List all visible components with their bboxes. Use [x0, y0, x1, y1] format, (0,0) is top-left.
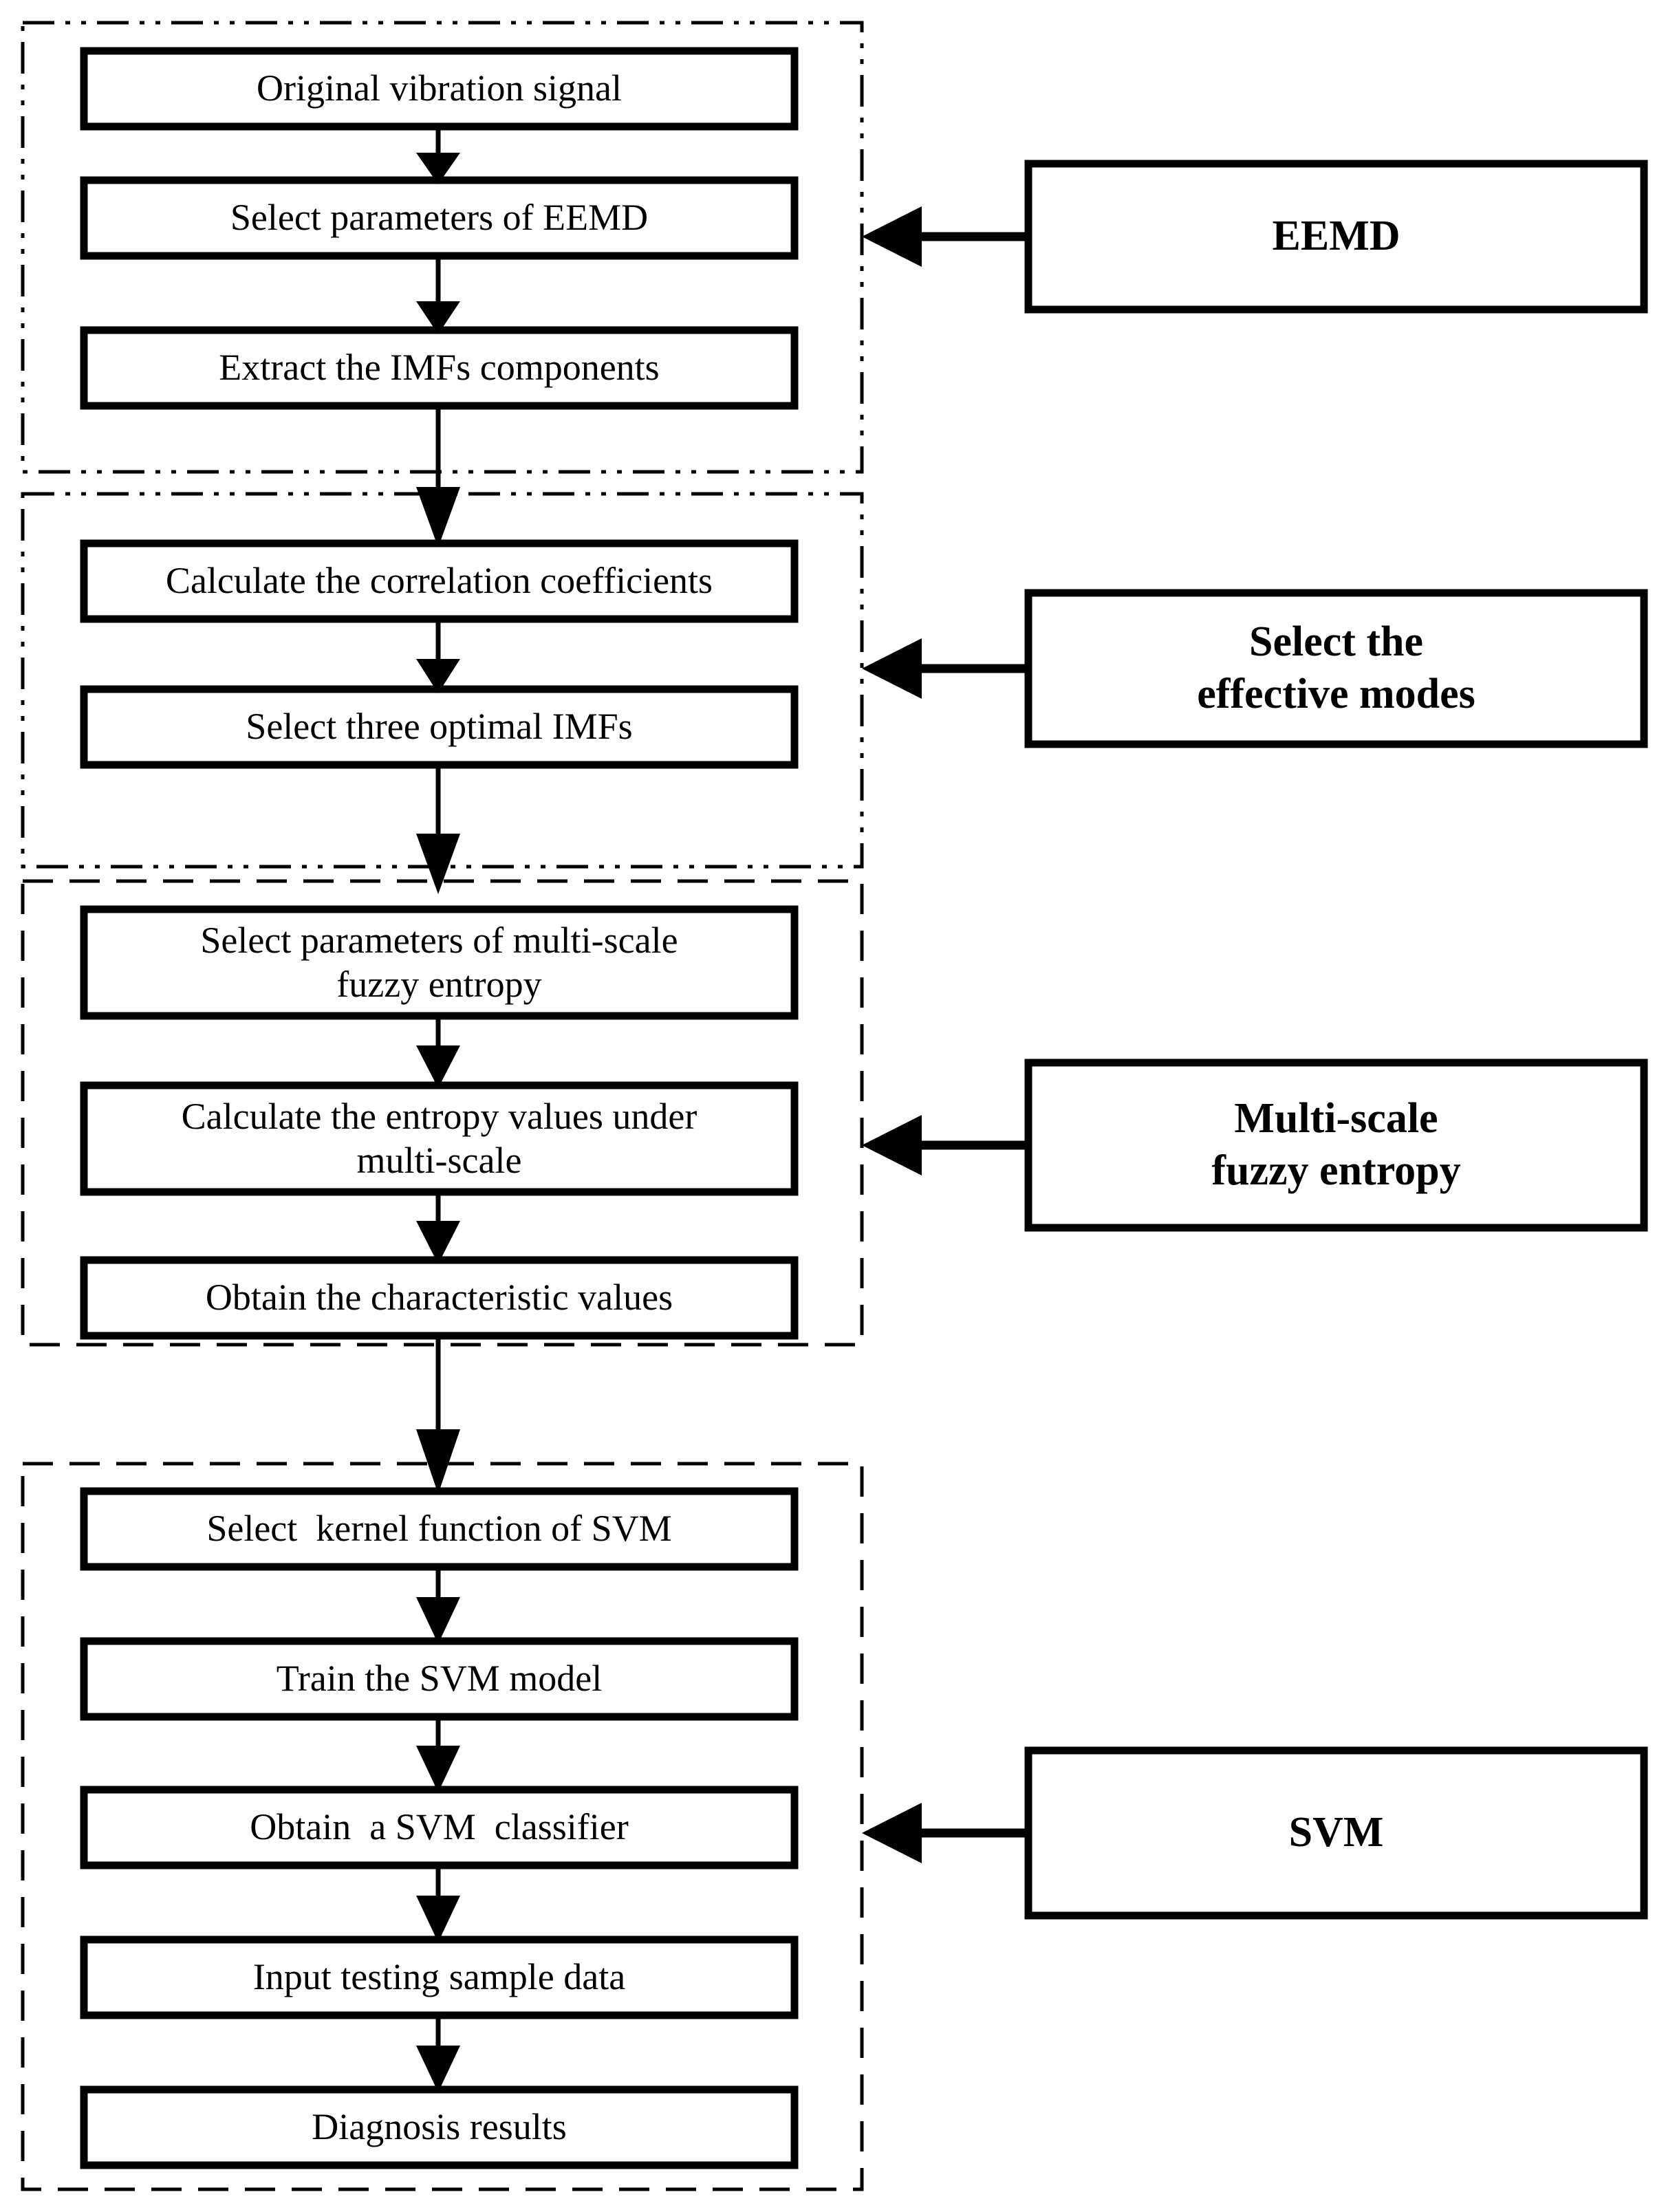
- process-label-select-eemd-params: Select parameters of EEMD: [230, 197, 649, 239]
- flow-arrow-7: [416, 1221, 460, 1264]
- process-box-kernel-function: [80, 1487, 799, 1571]
- flow-arrow-10: [416, 1746, 460, 1792]
- group-boundary-select-modes: [21, 492, 864, 869]
- flow-arrow-6: [416, 1045, 460, 1088]
- stage-label-eemd-line1: EEMD: [1272, 213, 1400, 260]
- process-box-calc-entropy: [80, 1081, 799, 1196]
- process-label-kernel-function: Select kernel function of SVM: [206, 1508, 672, 1550]
- stage-label-select-modes-line1: Select the: [1248, 618, 1424, 666]
- process-label-train-svm: Train the SVM model: [276, 1658, 603, 1700]
- flow-arrow-11: [416, 1896, 460, 1942]
- process-box-extract-imfs: [80, 326, 799, 410]
- flow-arrow-3: [416, 487, 460, 547]
- stage-label-select-effective-modes: Select the effective modes: [1028, 593, 1644, 744]
- flow-arrow-4: [416, 659, 460, 693]
- flow-arrow-2: [416, 301, 460, 334]
- process-label-correlation-coeff: Calculate the correlation coefficients: [165, 560, 713, 602]
- stage-box-multiscale-fuzzy-entropy: [1024, 1059, 1648, 1232]
- connector-arrow-svm: [862, 1803, 922, 1863]
- stage-label-entropy-line2: fuzzy entropy: [1211, 1147, 1461, 1194]
- process-label-input-testing: Input testing sample data: [252, 1956, 626, 1998]
- flow-arrow-1: [416, 153, 460, 184]
- connector-arrow-select-modes: [862, 638, 922, 699]
- connector-arrow-entropy: [862, 1115, 922, 1175]
- flow-arrow-12: [416, 2046, 460, 2092]
- process-label-select-mfe-params: Select parameters of multi-scale fuzzy e…: [200, 919, 678, 1005]
- process-label-extract-imfs: Extract the IMFs components: [219, 347, 660, 389]
- process-label-obtain-classifier: Obtain a SVM classifier: [250, 1806, 629, 1848]
- stage-label-eemd: EEMD: [1028, 164, 1644, 310]
- flow-arrow-5: [416, 834, 460, 894]
- process-label-diagnosis-results: Diagnosis results: [312, 2106, 567, 2148]
- stage-box-svm: [1024, 1746, 1648, 1920]
- process-box-obtain-classifier: [80, 1786, 799, 1869]
- group-boundary-svm: [21, 1462, 864, 2191]
- process-box-original-signal: [80, 47, 799, 131]
- process-label-calc-entropy: Calculate the entropy values under multi…: [181, 1095, 697, 1181]
- process-box-characteristic-values: [80, 1256, 799, 1340]
- process-box-correlation-coeff: [80, 539, 799, 623]
- stage-label-svm-line1: SVM: [1288, 1809, 1384, 1856]
- stage-label-multiscale-fuzzy-entropy: Multi-scale fuzzy entropy: [1028, 1063, 1644, 1228]
- flow-arrow-9: [416, 1597, 460, 1644]
- stage-box-select-effective-modes: [1024, 589, 1648, 748]
- process-label-characteristic-values: Obtain the characteristic values: [205, 1277, 673, 1319]
- process-label-select-three-imfs: Select three optimal IMFs: [246, 706, 633, 748]
- process-box-select-mfe-params: [80, 905, 799, 1020]
- group-boundary-eemd: [21, 21, 864, 474]
- connector-arrow-eemd: [862, 206, 922, 267]
- stage-label-svm: SVM: [1028, 1750, 1644, 1916]
- process-label-original-signal: Original vibration signal: [257, 67, 622, 109]
- stage-label-entropy-line1: Multi-scale: [1234, 1095, 1438, 1142]
- flow-arrow-8: [416, 1429, 460, 1494]
- stage-label-select-modes-line2: effective modes: [1197, 671, 1475, 717]
